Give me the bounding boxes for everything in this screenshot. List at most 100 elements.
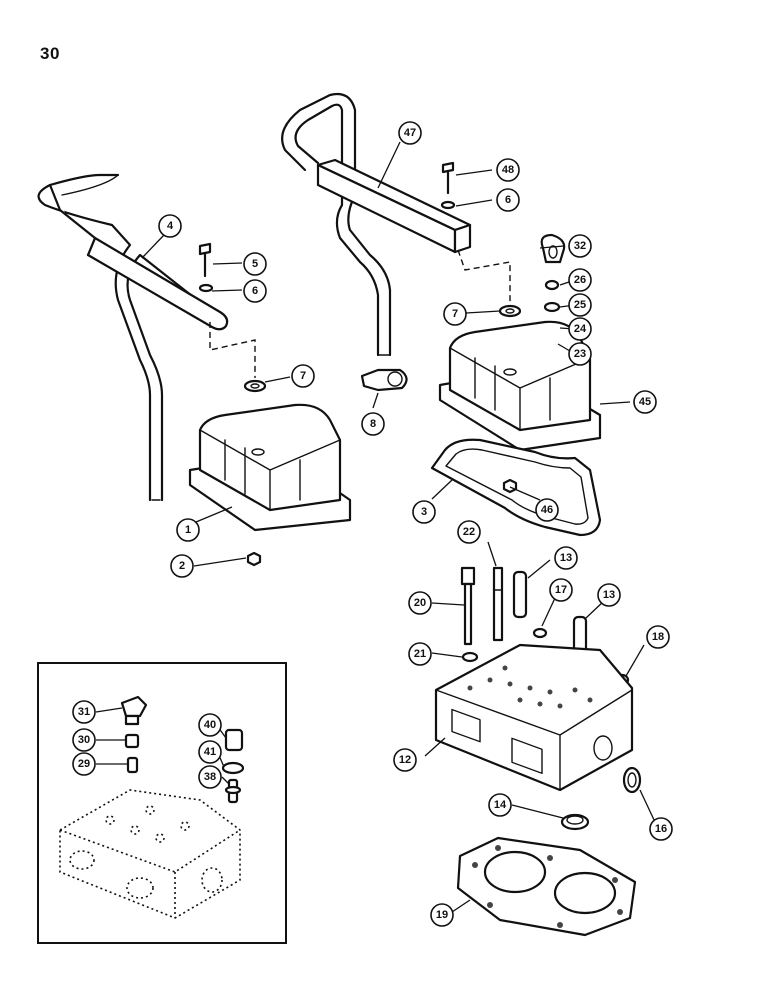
callout-18: 18	[646, 625, 670, 649]
svg-text:23: 23	[574, 348, 586, 360]
callout-17: 17	[549, 578, 573, 602]
svg-text:2: 2	[179, 560, 185, 572]
callout-19: 19	[430, 903, 454, 927]
nut-46	[502, 478, 518, 494]
dashed-line-right	[457, 249, 511, 305]
bolt-left	[198, 242, 212, 278]
seal-14	[560, 813, 590, 831]
svg-text:4: 4	[167, 220, 174, 232]
dashed-line-left	[209, 322, 256, 378]
callout-46: 46	[535, 498, 559, 522]
callout-13: 13	[597, 583, 621, 607]
svg-text:7: 7	[452, 308, 458, 320]
callout-32: 32	[568, 234, 592, 258]
page-number: 30	[40, 44, 60, 63]
svg-text:45: 45	[639, 396, 651, 408]
callout-26: 26	[568, 268, 592, 292]
callout-12: 12	[393, 748, 417, 772]
lifting-bar-right	[281, 92, 472, 357]
callout-13: 13	[554, 546, 578, 570]
callout-5: 5	[243, 252, 267, 276]
callout-25: 25	[568, 293, 592, 317]
washer-right	[440, 200, 456, 210]
svg-text:30: 30	[78, 734, 90, 746]
grommet-right	[498, 304, 522, 318]
svg-text:46: 46	[541, 504, 553, 516]
callout-8: 8	[361, 412, 385, 436]
callout-16: 16	[649, 817, 673, 841]
callouts: 47 48 6 32 26 25 24 23 7 45 4 5 6 7 8 1 …	[72, 121, 673, 927]
inset-ring-41	[221, 761, 245, 775]
svg-text:13: 13	[603, 589, 615, 601]
callout-7: 7	[291, 364, 315, 388]
callout-45: 45	[633, 390, 657, 414]
callout-22: 22	[457, 520, 481, 544]
callout-47: 47	[398, 121, 422, 145]
callout-21: 21	[408, 642, 432, 666]
svg-text:20: 20	[414, 597, 426, 609]
callout-3: 3	[412, 500, 436, 524]
inset-stud-38	[224, 778, 242, 804]
svg-text:16: 16	[655, 823, 667, 835]
grommet-left	[243, 379, 267, 393]
svg-text:17: 17	[555, 584, 567, 596]
valve-cover-left	[188, 403, 352, 532]
callout-29: 29	[72, 752, 96, 776]
inset-cylinder-head	[59, 789, 241, 919]
callout-38: 38	[198, 765, 222, 789]
stud-22	[492, 566, 504, 642]
svg-text:5: 5	[252, 258, 258, 270]
callout-48: 48	[496, 158, 520, 182]
nut-26	[544, 279, 560, 291]
bracket-8	[360, 368, 408, 392]
svg-text:3: 3	[421, 506, 427, 518]
callout-6: 6	[496, 188, 520, 212]
inset-sleeve-30	[124, 733, 140, 749]
svg-text:31: 31	[78, 706, 90, 718]
svg-text:40: 40	[204, 719, 216, 731]
callout-40: 40	[198, 713, 222, 737]
bolt-20	[460, 566, 476, 646]
svg-text:22: 22	[463, 526, 475, 538]
svg-text:13: 13	[560, 552, 572, 564]
callout-2: 2	[170, 554, 194, 578]
svg-text:32: 32	[574, 240, 586, 252]
callout-24: 24	[568, 317, 592, 341]
svg-text:14: 14	[494, 799, 507, 811]
callout-20: 20	[408, 591, 432, 615]
callout-6: 6	[243, 279, 267, 303]
svg-text:6: 6	[505, 194, 511, 206]
eye-bolt	[540, 233, 566, 264]
svg-text:24: 24	[574, 323, 587, 335]
nut-left	[246, 551, 262, 567]
head-gasket-19	[456, 836, 637, 937]
lifting-bar-left	[37, 173, 229, 502]
svg-text:38: 38	[204, 771, 216, 783]
svg-text:6: 6	[252, 285, 258, 297]
callout-4: 4	[158, 214, 182, 238]
svg-text:29: 29	[78, 758, 90, 770]
svg-text:26: 26	[574, 274, 586, 286]
callout-14: 14	[488, 793, 512, 817]
ring-16	[622, 766, 642, 794]
callout-7: 7	[443, 302, 467, 326]
washer-21	[461, 651, 479, 663]
callout-23: 23	[568, 342, 592, 366]
svg-text:25: 25	[574, 299, 586, 311]
callout-1: 1	[176, 518, 200, 542]
inset-cap-40	[224, 728, 244, 752]
svg-text:7: 7	[300, 370, 306, 382]
callout-41: 41	[198, 740, 222, 764]
bolt-right	[441, 161, 455, 195]
svg-text:19: 19	[436, 909, 448, 921]
svg-text:21: 21	[414, 648, 426, 660]
plug-17	[532, 627, 548, 639]
svg-text:8: 8	[370, 418, 376, 430]
svg-text:12: 12	[399, 754, 411, 766]
washer-left	[198, 283, 214, 293]
svg-text:41: 41	[204, 746, 216, 758]
svg-text:18: 18	[652, 631, 664, 643]
svg-text:1: 1	[185, 524, 191, 536]
cylinder-head	[434, 643, 634, 792]
